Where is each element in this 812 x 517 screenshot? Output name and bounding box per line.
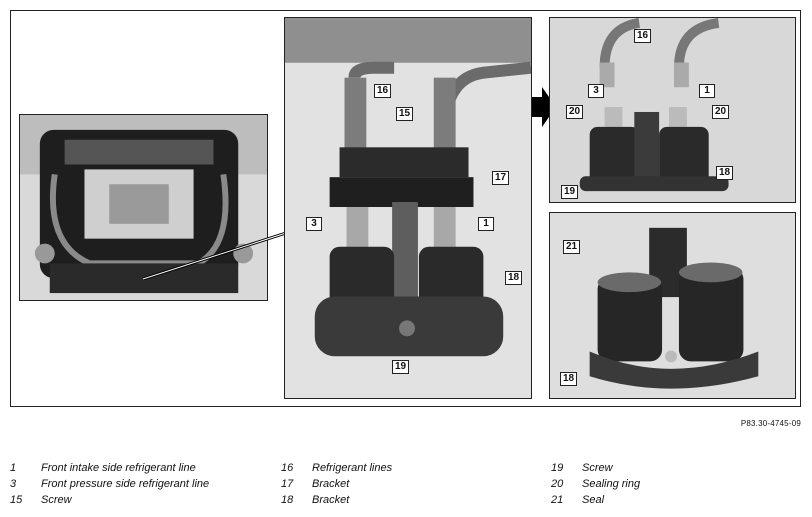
figure-frame: 16 16 15 17 3 1 18 19 16 3 1 20 20 19 18… — [10, 10, 801, 407]
bottom-right-photo — [549, 212, 796, 399]
callout-label: 19 — [561, 185, 579, 199]
callout-label: 1 — [699, 84, 715, 98]
callout-label: 18 — [560, 372, 578, 386]
callout-label: 16 — [374, 84, 392, 98]
callout-label: 3 — [306, 217, 322, 231]
callout-label: 19 — [392, 360, 410, 374]
leader-line — [142, 231, 287, 281]
callout-label: 15 — [396, 107, 414, 121]
top-right-photo — [549, 17, 796, 203]
callout-label: 21 — [563, 240, 581, 254]
overview-photo — [19, 114, 268, 301]
callout-label: 18 — [716, 166, 734, 180]
callout-label: 20 — [712, 105, 730, 119]
main-photo — [284, 17, 532, 399]
callout-label: 3 — [588, 84, 604, 98]
arrow-right-icon — [532, 87, 556, 127]
figure-reference-code: P83.30-4745-09 — [740, 419, 801, 428]
callout-label: 17 — [492, 171, 510, 185]
callout-label: 20 — [566, 105, 584, 119]
callout-label: 16 — [634, 29, 652, 43]
callout-label: 18 — [505, 271, 523, 285]
callout-label: 1 — [478, 217, 494, 231]
